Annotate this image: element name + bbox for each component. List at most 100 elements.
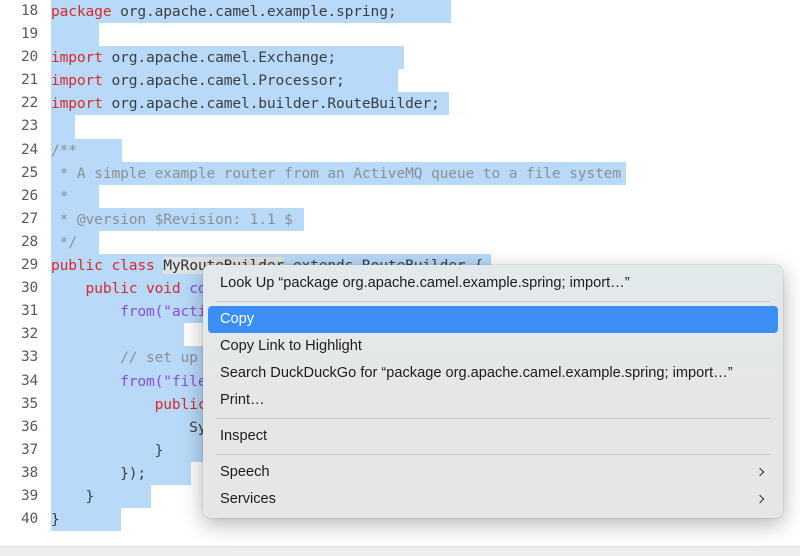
code-line-text: import org.apache.camel.Processor; <box>44 69 398 93</box>
line-number: 18 <box>20 3 38 19</box>
code-line: 24 /** <box>0 138 800 162</box>
code-line: 25 * A simple example router from an Act… <box>0 161 800 185</box>
code-token-ident: } <box>51 511 60 529</box>
menu-item-label: Speech <box>220 464 270 480</box>
code-line-text <box>44 115 75 139</box>
code-line-text: * @version $Revision: 1.1 $ <box>44 207 304 231</box>
menu-item-print[interactable]: Print… <box>208 387 778 414</box>
code-token-kw: package <box>51 3 112 20</box>
menu-item-copy-link-to-highlight[interactable]: Copy Link to Highlight <box>208 333 778 360</box>
selected-text-span: */ <box>51 230 99 255</box>
code-line: 20 import org.apache.camel.Exchange; <box>0 46 800 70</box>
code-token-ident: }); <box>51 464 146 482</box>
code-token-kw: public <box>51 395 216 413</box>
code-line: 32 <box>0 323 800 347</box>
code-line: 23 <box>0 115 800 139</box>
selected-text-span: } <box>51 438 241 462</box>
code-line-text <box>44 23 99 47</box>
code-line: 22 import org.apache.camel.builder.RouteB… <box>0 92 800 116</box>
line-number: 20 <box>20 49 38 66</box>
menu-item-inspect[interactable]: Inspect <box>208 423 778 450</box>
line-number: 35 <box>20 395 38 412</box>
line-number: 28 <box>20 233 38 250</box>
selected-text-span: * <box>51 184 99 208</box>
menu-item-label: Look Up “package org.apache.camel.exampl… <box>220 275 630 291</box>
selected-text-span: import org.apache.camel.builder.RouteBui… <box>51 92 449 116</box>
menu-separator <box>216 418 770 419</box>
selected-text-span: * @version $Revision: 1.1 $ <box>51 207 304 231</box>
selected-text-span: } <box>51 484 151 509</box>
code-token-cmt: * A simple example router from an Active… <box>51 164 622 182</box>
code-token-kw: import <box>51 49 103 67</box>
line-number: 26 <box>20 187 38 204</box>
line-number: 32 <box>20 326 38 343</box>
menu-item-label: Inspect <box>220 428 268 444</box>
code-token-kw: import <box>51 72 103 90</box>
code-token-cmt: * <box>51 187 95 205</box>
menu-separator <box>216 454 770 455</box>
context-menu[interactable]: Look Up “package org.apache.camel.exampl… <box>203 265 783 518</box>
menu-item-label: Search DuckDuckGo for “package org.apach… <box>220 365 733 381</box>
code-line: 39 } <box>0 484 800 509</box>
code-line: 27 * @version $Revision: 1.1 $ <box>0 207 800 231</box>
line-number: 29 <box>20 257 38 274</box>
line-number: 24 <box>20 141 38 158</box>
menu-item-label: Copy Link to Highlight <box>220 338 362 354</box>
code-line-text: */ <box>44 230 99 255</box>
code-line: 21 import org.apache.camel.Processor; <box>0 69 800 93</box>
code-line-text: package org.apache.camel.example.spring; <box>44 0 451 24</box>
line-number: 34 <box>20 372 38 389</box>
viewer-bottom-band <box>0 546 800 556</box>
line-number: 36 <box>20 418 38 435</box>
code-token-ident <box>51 26 86 43</box>
code-line-text: * A simple example router from an Active… <box>44 161 626 185</box>
line-number: 40 <box>20 511 38 528</box>
selected-text-span <box>51 23 99 47</box>
code-line-text <box>44 323 184 347</box>
selected-text-span: }); <box>51 461 191 485</box>
code-line-text: }); <box>44 461 191 485</box>
code-line: 40} <box>0 508 800 532</box>
line-number: 31 <box>20 303 38 320</box>
code-token-ident <box>51 118 68 135</box>
code-token-kw: public class <box>51 257 164 275</box>
code-line: 38 }); <box>0 461 800 485</box>
code-token-kw: import <box>51 95 103 113</box>
selected-text-span: import org.apache.camel.Exchange; <box>51 46 404 70</box>
code-line: 19 <box>0 23 800 47</box>
code-line-text: } <box>44 484 151 509</box>
line-number: 19 <box>20 26 38 43</box>
chevron-right-icon <box>756 468 766 478</box>
menu-item-label: Print… <box>220 392 265 408</box>
menu-item-look-up[interactable]: Look Up “package org.apache.camel.exampl… <box>208 270 778 297</box>
code-token-ident: org.apache.camel.Exchange; <box>102 49 337 67</box>
menu-item-copy[interactable]: Copy <box>208 306 778 333</box>
selected-text-span <box>51 115 75 139</box>
selected-text-span: import org.apache.camel.Processor; <box>51 69 398 93</box>
menu-item-label: Copy <box>220 311 255 327</box>
code-token-ident: org.apache.camel.builder.RouteBuilder; <box>102 95 440 113</box>
menu-item-speech[interactable]: Speech <box>208 459 778 486</box>
line-number: 21 <box>20 72 38 89</box>
line-number: 22 <box>20 95 38 112</box>
code-line-text: * <box>44 184 99 208</box>
selected-text-span: } <box>51 508 121 532</box>
code-token-ident: org.apache.camel.Processor; <box>102 72 345 90</box>
code-token-ident: org.apache.camel.example.spring; <box>111 3 397 20</box>
line-number: 30 <box>20 280 38 297</box>
menu-separator <box>216 301 770 302</box>
code-line-text: } <box>44 438 241 462</box>
selected-text-span: package org.apache.camel.example.spring; <box>51 0 451 24</box>
code-line: 37 } <box>0 438 800 462</box>
line-number: 27 <box>20 210 38 227</box>
menu-item-services[interactable]: Services <box>208 486 778 513</box>
code-line: 18 package org.apache.camel.example.sprin… <box>0 0 800 24</box>
menu-item-search-duckduckgo[interactable]: Search DuckDuckGo for “package org.apach… <box>208 360 778 387</box>
line-number: 39 <box>20 487 38 504</box>
code-token-cmt: * @version $Revision: 1.1 $ <box>51 210 293 228</box>
line-number: 33 <box>20 349 38 366</box>
line-number: 38 <box>20 464 38 481</box>
code-line-text: } <box>44 508 121 532</box>
selected-text-span: /** <box>51 138 122 162</box>
